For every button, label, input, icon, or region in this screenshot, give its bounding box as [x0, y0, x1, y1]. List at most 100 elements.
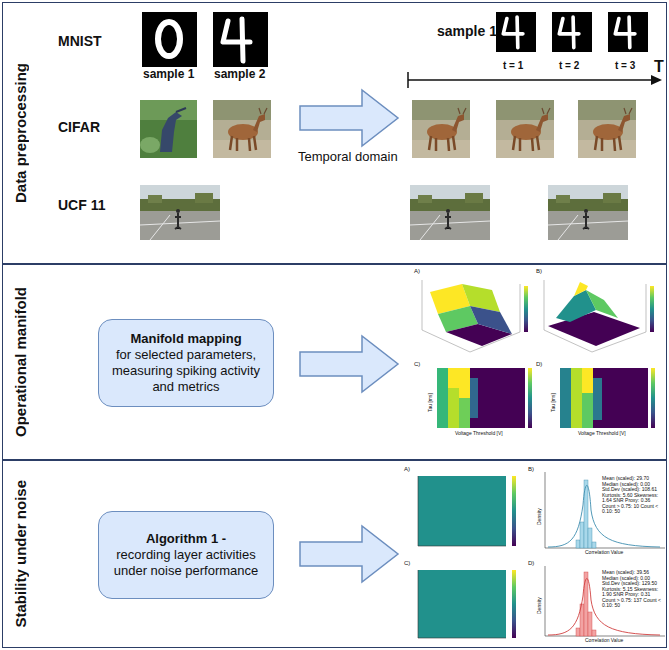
- section-band: Operational manifold Manifold mappingfor …: [2, 264, 667, 460]
- heatmap-part: [560, 368, 571, 428]
- plot-annotation: B): [528, 466, 534, 473]
- histogram-part: [588, 528, 592, 548]
- band-heading: Data preprocessing: [3, 3, 37, 263]
- histogram-part: [588, 612, 592, 636]
- heatmap-part: [571, 368, 582, 428]
- histogram-part: [545, 566, 665, 636]
- correlation-matrix-part: [512, 570, 516, 638]
- mnist-images-part: [503, 17, 523, 48]
- correlation-matrix-part: [418, 476, 506, 546]
- correlation-matrix-part: [512, 476, 516, 546]
- plot-annotation: A): [404, 466, 410, 473]
- box-body: for selected parameters, measuring spiki…: [109, 347, 263, 396]
- section-title: Operational manifold: [12, 287, 29, 437]
- plot-annotation: C): [404, 560, 410, 567]
- plot-annotation: Tau [ms]: [428, 393, 434, 412]
- cifar-images-part: [140, 100, 197, 158]
- histogram-part: [545, 472, 665, 548]
- plot-annotation: B): [536, 268, 542, 275]
- plot-annotation: Correlation Value: [585, 550, 623, 556]
- ucf-frames-part: [548, 185, 628, 240]
- plot-annotation: Mean (scaled): 39.56 Median (scaled): 0.…: [602, 570, 664, 609]
- plot-annotation: Density: [537, 508, 543, 525]
- block-arrow-part: [300, 336, 398, 392]
- mnist-images-part: [142, 12, 197, 67]
- label-text: UCF 11: [58, 198, 105, 213]
- plot-annotation: C): [414, 361, 420, 368]
- correlation-matrix-part: [418, 476, 506, 546]
- label-text: t = 1: [503, 60, 523, 71]
- mnist-images-part: [615, 17, 635, 48]
- cifar-images-part: [160, 112, 182, 152]
- process-box: Algorithm 1 -recording layer activities …: [98, 511, 274, 599]
- block-arrow-part: [300, 526, 398, 582]
- plot-annotation: D): [536, 361, 542, 368]
- time-axis-part: [408, 72, 652, 88]
- mnist-images-part: [496, 12, 536, 52]
- correlation-matrix-part: [418, 570, 506, 638]
- surface-plot-part: [470, 306, 512, 334]
- heatmap-part: [437, 368, 525, 428]
- heatmap-part: [528, 368, 532, 428]
- block-arrow-part: [300, 90, 398, 146]
- heatmap-part: [459, 368, 470, 398]
- label-text: MNIST: [58, 34, 102, 49]
- correlation-matrix-part: [418, 570, 506, 638]
- cifar-images-part: [140, 100, 197, 120]
- cifar-images-part: [176, 108, 186, 112]
- mnist-images-part: [223, 19, 250, 61]
- mnist-images-part: [608, 12, 648, 52]
- heatmap-part: [448, 368, 459, 388]
- surface-plot-part: [650, 286, 654, 332]
- histogram-part: [576, 540, 580, 548]
- box-heading: Manifold mapping: [130, 331, 241, 347]
- heatmap-part: [651, 368, 655, 428]
- mnist-images-part: [559, 17, 579, 48]
- heatmap-part: [470, 378, 478, 418]
- section-band: Data preprocessing: [2, 2, 667, 264]
- cifar-images-part: [496, 100, 554, 158]
- cifar-images-part: [578, 100, 636, 158]
- ucf-frames-part: [140, 185, 220, 240]
- mnist-images-part: [213, 12, 268, 67]
- heatmap-part: [593, 378, 602, 420]
- surface-plot-part: [422, 280, 520, 352]
- plot-annotation: Mean (scaled): 29.70 Median (scaled): 0.…: [602, 476, 664, 515]
- cifar-images-part: [213, 100, 271, 158]
- histogram: [545, 472, 665, 636]
- plot-annotation: Tau [ms]: [551, 393, 557, 412]
- section-title: Data preprocessing: [12, 63, 29, 203]
- surface-plot-part: [524, 286, 528, 332]
- band-heading: Stability under noise: [3, 461, 37, 647]
- heatmap-part: [448, 388, 459, 428]
- histogram-part: [580, 522, 584, 548]
- label-text: sample 1: [143, 68, 194, 81]
- ucf-frames-part: [410, 185, 490, 240]
- histogram-part: [576, 628, 580, 636]
- heatmap-part: [560, 368, 648, 428]
- box-heading: Algorithm 1 -: [146, 531, 226, 547]
- heatmap-part: [582, 393, 593, 428]
- surface-plot-part: [586, 290, 618, 318]
- plot-annotation: Voltage Threshold [V]: [578, 431, 626, 437]
- plot-annotation: A): [414, 268, 420, 275]
- label-text: T: [654, 58, 664, 76]
- label-text: Temporal domain: [298, 150, 398, 164]
- surface-plot-part: [544, 280, 646, 352]
- heatmap: [437, 368, 655, 428]
- cifar-images-part: [412, 100, 470, 158]
- section-title: Stability under noise: [12, 480, 29, 628]
- band-heading: Operational manifold: [3, 265, 37, 459]
- heatmap-part: [437, 368, 448, 428]
- histogram-part: [592, 630, 596, 636]
- heatmap-part: [459, 398, 470, 428]
- label-text: t = 2: [559, 60, 579, 71]
- box-body: recording layer activities under noise p…: [109, 547, 263, 580]
- section-band: Stability under noise Algorithm 1 -record…: [2, 460, 667, 648]
- time-axis-part: [651, 75, 662, 85]
- correlation-matrix: [418, 476, 516, 638]
- label-text: CIFAR: [58, 120, 100, 135]
- cifar-images-part: [140, 137, 160, 153]
- histogram-part: [592, 542, 596, 548]
- heatmap-part: [582, 368, 593, 393]
